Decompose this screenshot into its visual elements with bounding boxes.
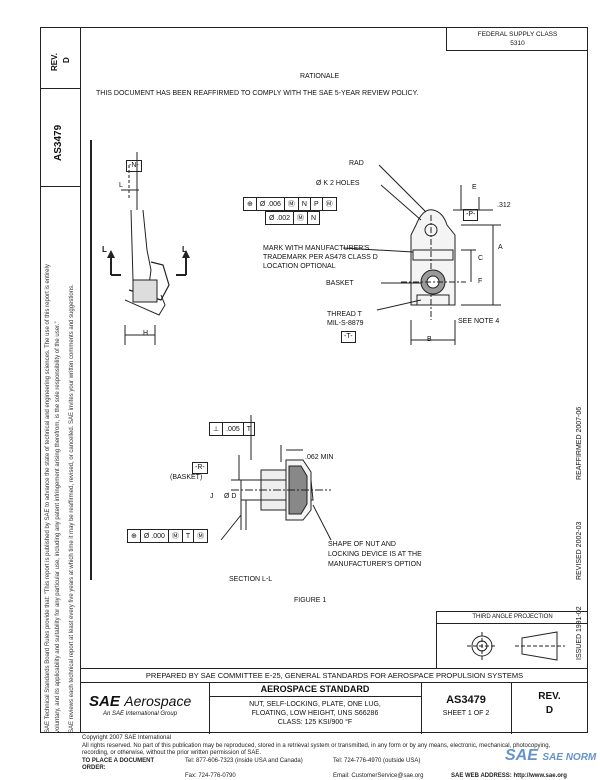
position-tolerance-frame-1: ⊕ Ø .006 Ⓜ N P Ⓜ bbox=[243, 197, 337, 211]
dim-a: A bbox=[498, 244, 503, 251]
side-view-outline bbox=[131, 210, 151, 290]
rev-value: D bbox=[62, 57, 71, 63]
rev-label-title: REV. bbox=[511, 691, 588, 702]
disclaimer-line-2: voluntary, and its applicability and sui… bbox=[54, 321, 62, 733]
dim-h: H bbox=[143, 330, 148, 337]
datum-t-box: -T- bbox=[341, 331, 356, 343]
basket-ref: (BASKET) bbox=[170, 474, 202, 481]
footer-copyright: Copyright 2007 SAE International bbox=[82, 735, 582, 743]
dim-c: C bbox=[478, 255, 483, 262]
disclaimer-line-1: SAE Technical Standards Board Rules prov… bbox=[44, 264, 52, 733]
sheet-number: SHEET 1 OF 2 bbox=[421, 710, 511, 717]
shape-note-line-3: MANUFACTURER'S OPTION bbox=[328, 560, 422, 570]
dim-f: F bbox=[478, 278, 482, 285]
footer-order-label: TO PLACE A DOCUMENT ORDER: bbox=[82, 758, 177, 773]
title-line-1: NUT, SELF-LOCKING, PLATE, ONE LUG, bbox=[209, 700, 421, 709]
fcf1-modifier-2: Ⓜ bbox=[323, 198, 336, 210]
doc-number-cell: AS3479 bbox=[40, 89, 81, 187]
fcf1-symbol: ⊕ bbox=[244, 198, 257, 210]
rationale-heading: RATIONALE bbox=[300, 73, 339, 80]
perpendicularity-frame: ⊥ .005 T bbox=[209, 422, 255, 436]
shape-note-line-1: SHAPE OF NUT AND bbox=[328, 540, 422, 550]
position-tolerance-frame-2: Ø .002 Ⓜ N bbox=[265, 211, 320, 225]
document-title: NUT, SELF-LOCKING, PLATE, ONE LUG, FLOAT… bbox=[209, 700, 421, 727]
federal-supply-class-box: FEDERAL SUPPLY CLASS 5310 bbox=[446, 27, 588, 51]
sae-norm-watermark: SAE SAE NORM bbox=[505, 747, 596, 765]
rev-label: REV. bbox=[50, 53, 59, 71]
section-fcf-modifier-2: Ⓜ bbox=[194, 530, 207, 542]
aerospace-standard-heading: AEROSPACE STANDARD bbox=[209, 684, 421, 694]
prepared-by-line: PREPARED BY SAE COMMITTEE E-25, GENERAL … bbox=[81, 668, 588, 682]
mark-note-line-2: TRADEMARK PER AS478 CLASS D bbox=[263, 253, 378, 262]
dim-e: E bbox=[472, 184, 477, 191]
datum-r-box: -R- bbox=[192, 462, 208, 474]
fsc-value: 5310 bbox=[447, 39, 588, 48]
footer-web: SAE WEB ADDRESS: http://www.sae.org bbox=[451, 773, 567, 780]
figure-label: FIGURE 1 bbox=[294, 597, 326, 604]
watermark-sae-norm: SAE NORM bbox=[542, 752, 596, 763]
fcf1-datum-n: N bbox=[299, 198, 311, 210]
dim-312: .312 bbox=[497, 202, 511, 209]
footer-email: Email: CustomerService@sae.org bbox=[333, 773, 443, 780]
fcf1-modifier: Ⓜ bbox=[285, 198, 299, 210]
perp-datum-t: T bbox=[244, 423, 254, 435]
section-arrow-l-left: L bbox=[102, 245, 107, 254]
logo-sae-text: SAE bbox=[89, 693, 120, 710]
min-note: .062 MIN bbox=[305, 454, 333, 461]
dim-d: Ø D bbox=[224, 493, 236, 500]
thread-label-line-1: THREAD T bbox=[327, 310, 364, 319]
third-angle-label: THIRD ANGLE PROJECTION bbox=[437, 612, 588, 624]
footer-tel-2: Tel: 724-776-4970 (outside USA) bbox=[333, 758, 443, 773]
fcf2-modifier: Ⓜ bbox=[294, 212, 308, 224]
fcf2-tolerance: Ø .002 bbox=[266, 212, 294, 224]
thread-label: THREAD T MIL-S-8879 bbox=[327, 310, 364, 328]
basket-label: BASKET bbox=[326, 280, 354, 287]
title-block: SAE Aerospace An SAE International Group… bbox=[81, 682, 588, 733]
disclaimer-line-3: SAE reviews each technical report at lea… bbox=[68, 284, 76, 733]
section-fcf-modifier: Ⓜ bbox=[169, 530, 183, 542]
title-line-3: CLASS: 125 KSI/900 °F bbox=[209, 718, 421, 727]
shape-note-line-2: LOCKING DEVICE IS AT THE bbox=[328, 550, 422, 560]
mark-note-line-3: LOCATION OPTIONAL bbox=[263, 262, 378, 271]
section-position-frame: ⊕ Ø .000 Ⓜ T Ⓜ bbox=[127, 529, 208, 543]
section-fcf-tolerance: Ø .000 bbox=[141, 530, 169, 542]
fcf1-datum-p: P bbox=[311, 198, 323, 210]
fcf1-tolerance: Ø .006 bbox=[257, 198, 285, 210]
see-note-4: SEE NOTE 4 bbox=[458, 318, 499, 325]
logo-subtitle: An SAE International Group bbox=[103, 711, 191, 717]
mark-note: MARK WITH MANUFACTURER'S TRADEMARK PER A… bbox=[263, 244, 378, 271]
logo-aerospace-text: Aerospace bbox=[124, 693, 191, 709]
footer-tel-1: Tel: 877-606-7323 (inside USA and Canada… bbox=[185, 758, 325, 773]
sae-logo: SAE Aerospace An SAE International Group bbox=[89, 693, 191, 717]
third-angle-projection-box: THIRD ANGLE PROJECTION bbox=[436, 611, 588, 668]
datum-p-box: -P- bbox=[463, 209, 478, 221]
rationale-text: THIS DOCUMENT HAS BEEN REAFFIRMED TO COM… bbox=[96, 90, 418, 97]
dim-j: J bbox=[210, 493, 214, 500]
rad-label: RAD bbox=[349, 160, 364, 167]
section-arrow-l-right: L bbox=[182, 245, 187, 254]
dim-b: B bbox=[427, 336, 432, 343]
perp-tolerance: .005 bbox=[223, 423, 244, 435]
section-fcf-symbol: ⊕ bbox=[128, 530, 141, 542]
mark-note-line-1: MARK WITH MANUFACTURER'S bbox=[263, 244, 378, 253]
doc-number-title: AS3479 bbox=[421, 694, 511, 706]
doc-number-vertical: AS3479 bbox=[53, 125, 64, 161]
section-label: SECTION L-L bbox=[229, 576, 272, 583]
rev-cell: REV. D bbox=[40, 27, 81, 89]
thread-label-line-2: MIL-S-8879 bbox=[327, 319, 364, 328]
datum-n-box: -N- bbox=[126, 160, 142, 172]
perp-symbol: ⊥ bbox=[210, 423, 223, 435]
section-fcf-datum-t: T bbox=[183, 530, 194, 542]
fcf2-datum-n: N bbox=[308, 212, 319, 224]
title-line-2: FLOATING, LOW HEIGHT, UNS S66286 bbox=[209, 709, 421, 718]
holes-label: Ø K 2 HOLES bbox=[316, 180, 360, 187]
footer-fax: Fax: 724-776-0790 bbox=[185, 773, 325, 780]
rev-value-title: D bbox=[511, 705, 588, 716]
fsc-label: FEDERAL SUPPLY CLASS bbox=[447, 30, 588, 39]
projection-symbol-icon bbox=[437, 624, 587, 668]
watermark-sae: SAE bbox=[505, 747, 538, 764]
shape-note: SHAPE OF NUT AND LOCKING DEVICE IS AT TH… bbox=[328, 540, 422, 570]
dim-l-small: L bbox=[119, 182, 123, 189]
